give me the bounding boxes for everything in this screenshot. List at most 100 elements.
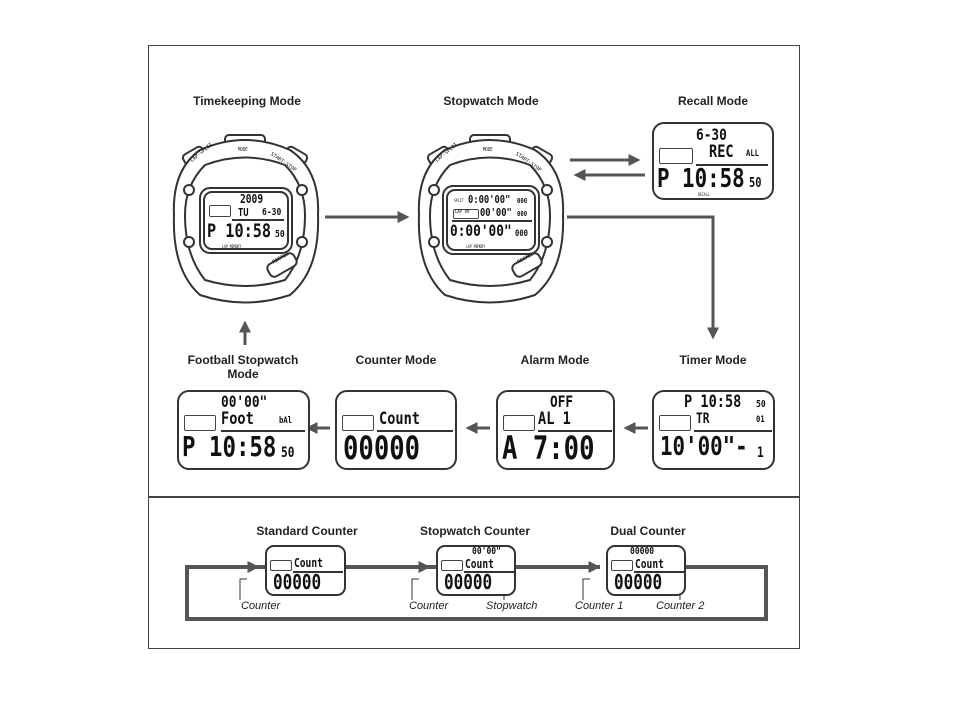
standard-counter-lcd: Count 00000 bbox=[265, 545, 346, 596]
note-stopwatch: Stopwatch bbox=[486, 600, 538, 612]
title-stopwatch: Stopwatch Mode bbox=[443, 94, 539, 108]
sw-main: 0:00'00" bbox=[450, 221, 512, 240]
timer-lcd: P 10:58 50 TR 01 10'00"- 1 bbox=[652, 390, 775, 470]
timer-main: 10'00"- bbox=[660, 432, 748, 462]
alarm-lcd: OFF AL 1 A 7:00 bbox=[496, 390, 615, 470]
note-counter: Counter bbox=[241, 600, 281, 612]
mode-button-label: MODE bbox=[483, 147, 493, 153]
title-counter: Counter Mode bbox=[355, 353, 437, 367]
title-stopwatch-counter: Stopwatch Counter bbox=[420, 524, 530, 538]
football-lcd: 00'00" Foot bAl P 10:58 50 bbox=[177, 390, 310, 470]
arrow-stopwatch-to-timer bbox=[567, 215, 719, 340]
alarm-time: A 7:00 bbox=[502, 429, 595, 467]
sw-split-ms: 000 bbox=[517, 197, 528, 205]
mode-button-label: MODE bbox=[238, 147, 248, 153]
timer-mid: TR bbox=[696, 411, 710, 427]
timekeeping-watch-body bbox=[172, 134, 320, 304]
recall-date: 6-30 bbox=[696, 125, 727, 144]
standard-main: 00000 bbox=[273, 570, 322, 594]
tk-date: 6-30 bbox=[262, 207, 282, 218]
dual-main: 00000 bbox=[614, 570, 663, 594]
section-divider bbox=[148, 496, 800, 498]
timer-top-small: 50 bbox=[756, 399, 766, 410]
lcd-indicator-box bbox=[659, 148, 693, 164]
title-timekeeping: Timekeeping Mode bbox=[193, 94, 301, 108]
note-counter-2: Counter 2 bbox=[656, 600, 705, 612]
sw-main-ms: 000 bbox=[515, 229, 529, 239]
alarm-mid: AL 1 bbox=[538, 409, 571, 429]
recall-seconds: 50 bbox=[749, 176, 762, 191]
title-recall: Recall Mode bbox=[677, 94, 749, 108]
lcd-divider bbox=[538, 430, 612, 432]
swc-main: 00000 bbox=[444, 570, 493, 594]
sw-lap: 00'00" bbox=[480, 206, 512, 219]
dual-mid: Count bbox=[635, 557, 664, 571]
title-standard-counter: Standard Counter bbox=[256, 524, 358, 538]
recall-rec: REC bbox=[709, 142, 734, 162]
lcd-divider bbox=[694, 430, 772, 432]
note-counter: Counter bbox=[409, 600, 449, 612]
timer-main-small: 1 bbox=[757, 445, 764, 461]
stopwatch-counter-lcd: 00'00" Count 00000 bbox=[436, 545, 516, 596]
counter-lcd: Count 00000 bbox=[335, 390, 457, 470]
lcd-divider bbox=[452, 220, 532, 222]
tk-band: LAP MEMORY bbox=[222, 244, 242, 249]
title-timer: Timer Mode bbox=[679, 353, 747, 367]
lcd-indicator-box bbox=[611, 560, 633, 571]
title-alarm: Alarm Mode bbox=[520, 353, 590, 367]
lcd-indicator-box bbox=[209, 205, 231, 217]
dual-counter-lcd: 00000 Count 00000 bbox=[606, 545, 686, 596]
tk-time: P 10:58 bbox=[207, 220, 272, 242]
lcd-indicator-box bbox=[441, 560, 463, 571]
counter-main: 00000 bbox=[343, 429, 421, 467]
recall-all: ALL bbox=[746, 149, 760, 159]
swc-mid: Count bbox=[465, 557, 494, 571]
title-dual-counter: Dual Counter bbox=[610, 524, 686, 538]
tk-year: 2009 bbox=[240, 192, 264, 206]
lcd-indicator-box bbox=[503, 415, 535, 431]
lcd-divider bbox=[464, 571, 514, 573]
lcd-divider bbox=[377, 430, 453, 432]
swc-top: 00'00" bbox=[472, 546, 501, 557]
leader-dual-counter1 bbox=[582, 578, 590, 600]
title-football-2: Mode bbox=[227, 367, 259, 381]
dual-top: 00000 bbox=[630, 546, 655, 557]
standard-mid: Count bbox=[294, 556, 323, 570]
alarm-top: OFF bbox=[550, 392, 574, 411]
tk-day: TU bbox=[238, 206, 249, 219]
football-mid: Foot bbox=[221, 409, 254, 429]
lcd-indicator-box bbox=[270, 560, 292, 571]
football-seconds: 50 bbox=[281, 445, 295, 461]
sw-split-label: SPLIT bbox=[454, 198, 464, 203]
timer-mid-small: 01 bbox=[756, 415, 765, 425]
lcd-indicator-box bbox=[659, 415, 691, 431]
sw-lap-label: LAP 00 bbox=[455, 209, 470, 215]
lcd-divider bbox=[221, 430, 305, 432]
lcd-divider bbox=[696, 164, 768, 166]
tk-seconds: 50 bbox=[275, 229, 285, 240]
lcd-divider bbox=[293, 571, 343, 573]
sw-split: 0:00'00" bbox=[468, 193, 511, 206]
note-counter-1: Counter 1 bbox=[575, 600, 624, 612]
leader-sw-counter bbox=[411, 578, 419, 600]
diagram-frame bbox=[148, 45, 800, 649]
timer-top: P 10:58 bbox=[684, 392, 742, 412]
sw-lap-ms: 000 bbox=[517, 210, 528, 218]
lcd-indicator-box bbox=[342, 415, 374, 431]
leader-standard-counter bbox=[239, 578, 247, 600]
sw-lap-box bbox=[453, 209, 479, 219]
football-time: P 10:58 bbox=[182, 430, 277, 463]
recall-footer: RECALL bbox=[698, 192, 710, 197]
football-top: 00'00" bbox=[221, 392, 268, 411]
sw-band: LAP MEMORY bbox=[466, 244, 486, 249]
lcd-divider bbox=[634, 571, 684, 573]
title-football-1: Football Stopwatch bbox=[187, 353, 299, 367]
lcd-divider bbox=[232, 219, 284, 221]
counter-mid: Count bbox=[379, 409, 420, 429]
football-mid-small: bAl bbox=[279, 416, 293, 426]
lcd-indicator-box bbox=[184, 415, 216, 431]
recall-lcd: 6-30 REC ALL P 10:58 50 RECALL bbox=[652, 122, 774, 200]
recall-time: P 10:58 bbox=[657, 164, 745, 194]
